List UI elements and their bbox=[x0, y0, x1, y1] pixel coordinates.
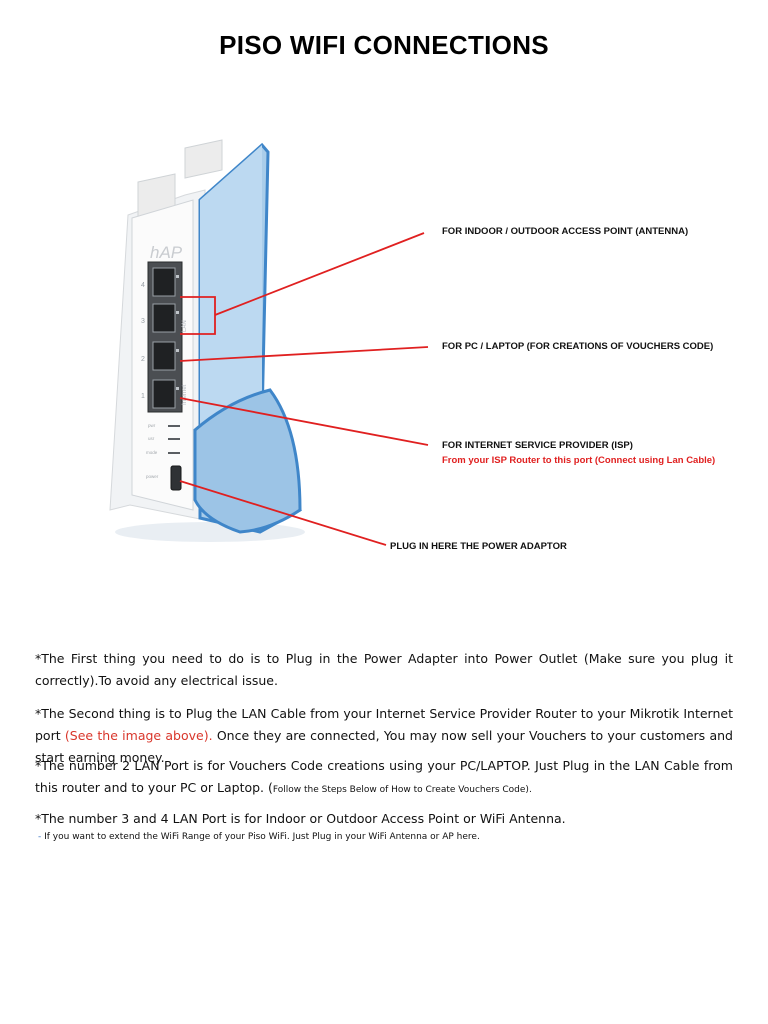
callout-antenna: FOR INDOOR / OUTDOOR ACCESS POINT (ANTEN… bbox=[442, 226, 689, 237]
lan-port-2 bbox=[152, 341, 176, 371]
see-image-note: (See the image above). bbox=[64, 728, 213, 743]
lan-port-3 bbox=[152, 303, 176, 333]
svg-text:pwr: pwr bbox=[148, 423, 156, 428]
svg-text:1: 1 bbox=[141, 393, 145, 400]
brand-logo: hAP bbox=[150, 243, 183, 262]
lan-port-4 bbox=[152, 267, 176, 297]
paragraph-step-3-text: *The number 2 LAN Port is for Vouchers C… bbox=[35, 758, 733, 795]
paragraph-step-1: *The First thing you need to do is to Pl… bbox=[35, 651, 733, 688]
svg-text:2: 2 bbox=[141, 356, 145, 363]
svg-text:mode: mode bbox=[146, 450, 158, 455]
page-title: PISO WIFI CONNECTIONS bbox=[219, 30, 549, 60]
callout-isp-sub: From your ISP Router to this port (Conne… bbox=[442, 455, 716, 466]
power-jack bbox=[170, 465, 182, 491]
paragraph-step-4: *The number 3 and 4 LAN Port is for Indo… bbox=[35, 811, 566, 826]
svg-text:power: power bbox=[146, 474, 159, 479]
paragraph-step-2: *The Second thing is to Plug the LAN Cab… bbox=[35, 703, 733, 769]
callout-pc: FOR PC / LAPTOP (FOR CREATIONS OF VOUCHE… bbox=[442, 341, 714, 352]
svg-text:usr: usr bbox=[148, 436, 155, 441]
note-text: If you want to extend the WiFi Range of … bbox=[44, 832, 480, 842]
svg-text:LAN: LAN bbox=[182, 320, 188, 332]
note-dash: - bbox=[38, 832, 45, 842]
router-illustration: hAP 4 3 2 1 LAN Internet pwr usr mode power bbox=[109, 139, 429, 546]
svg-text:3: 3 bbox=[141, 318, 145, 325]
paragraph-step-3-note: Follow the Steps Below of How to Create … bbox=[272, 785, 532, 795]
paragraph-step-2-text: *The Second thing is to Plug the LAN Cab… bbox=[35, 706, 733, 743]
paragraph-step-3: *The number 2 LAN Port is for Vouchers C… bbox=[35, 755, 733, 801]
router-diagram: hAP 4 3 2 1 LAN Internet pwr usr mode power bbox=[0, 100, 768, 620]
paragraph-step-4-note: - If you want to extend the WiFi Range o… bbox=[38, 829, 736, 845]
svg-text:4: 4 bbox=[141, 282, 145, 289]
internet-port-1 bbox=[152, 379, 176, 409]
svg-text:Internet: Internet bbox=[182, 384, 188, 405]
paragraph-step-2-end: Once they are connected, You may now sel… bbox=[35, 728, 733, 765]
callout-power: PLUG IN HERE THE POWER ADAPTOR bbox=[390, 541, 567, 552]
callout-isp: FOR INTERNET SERVICE PROVIDER (ISP) bbox=[442, 440, 633, 451]
